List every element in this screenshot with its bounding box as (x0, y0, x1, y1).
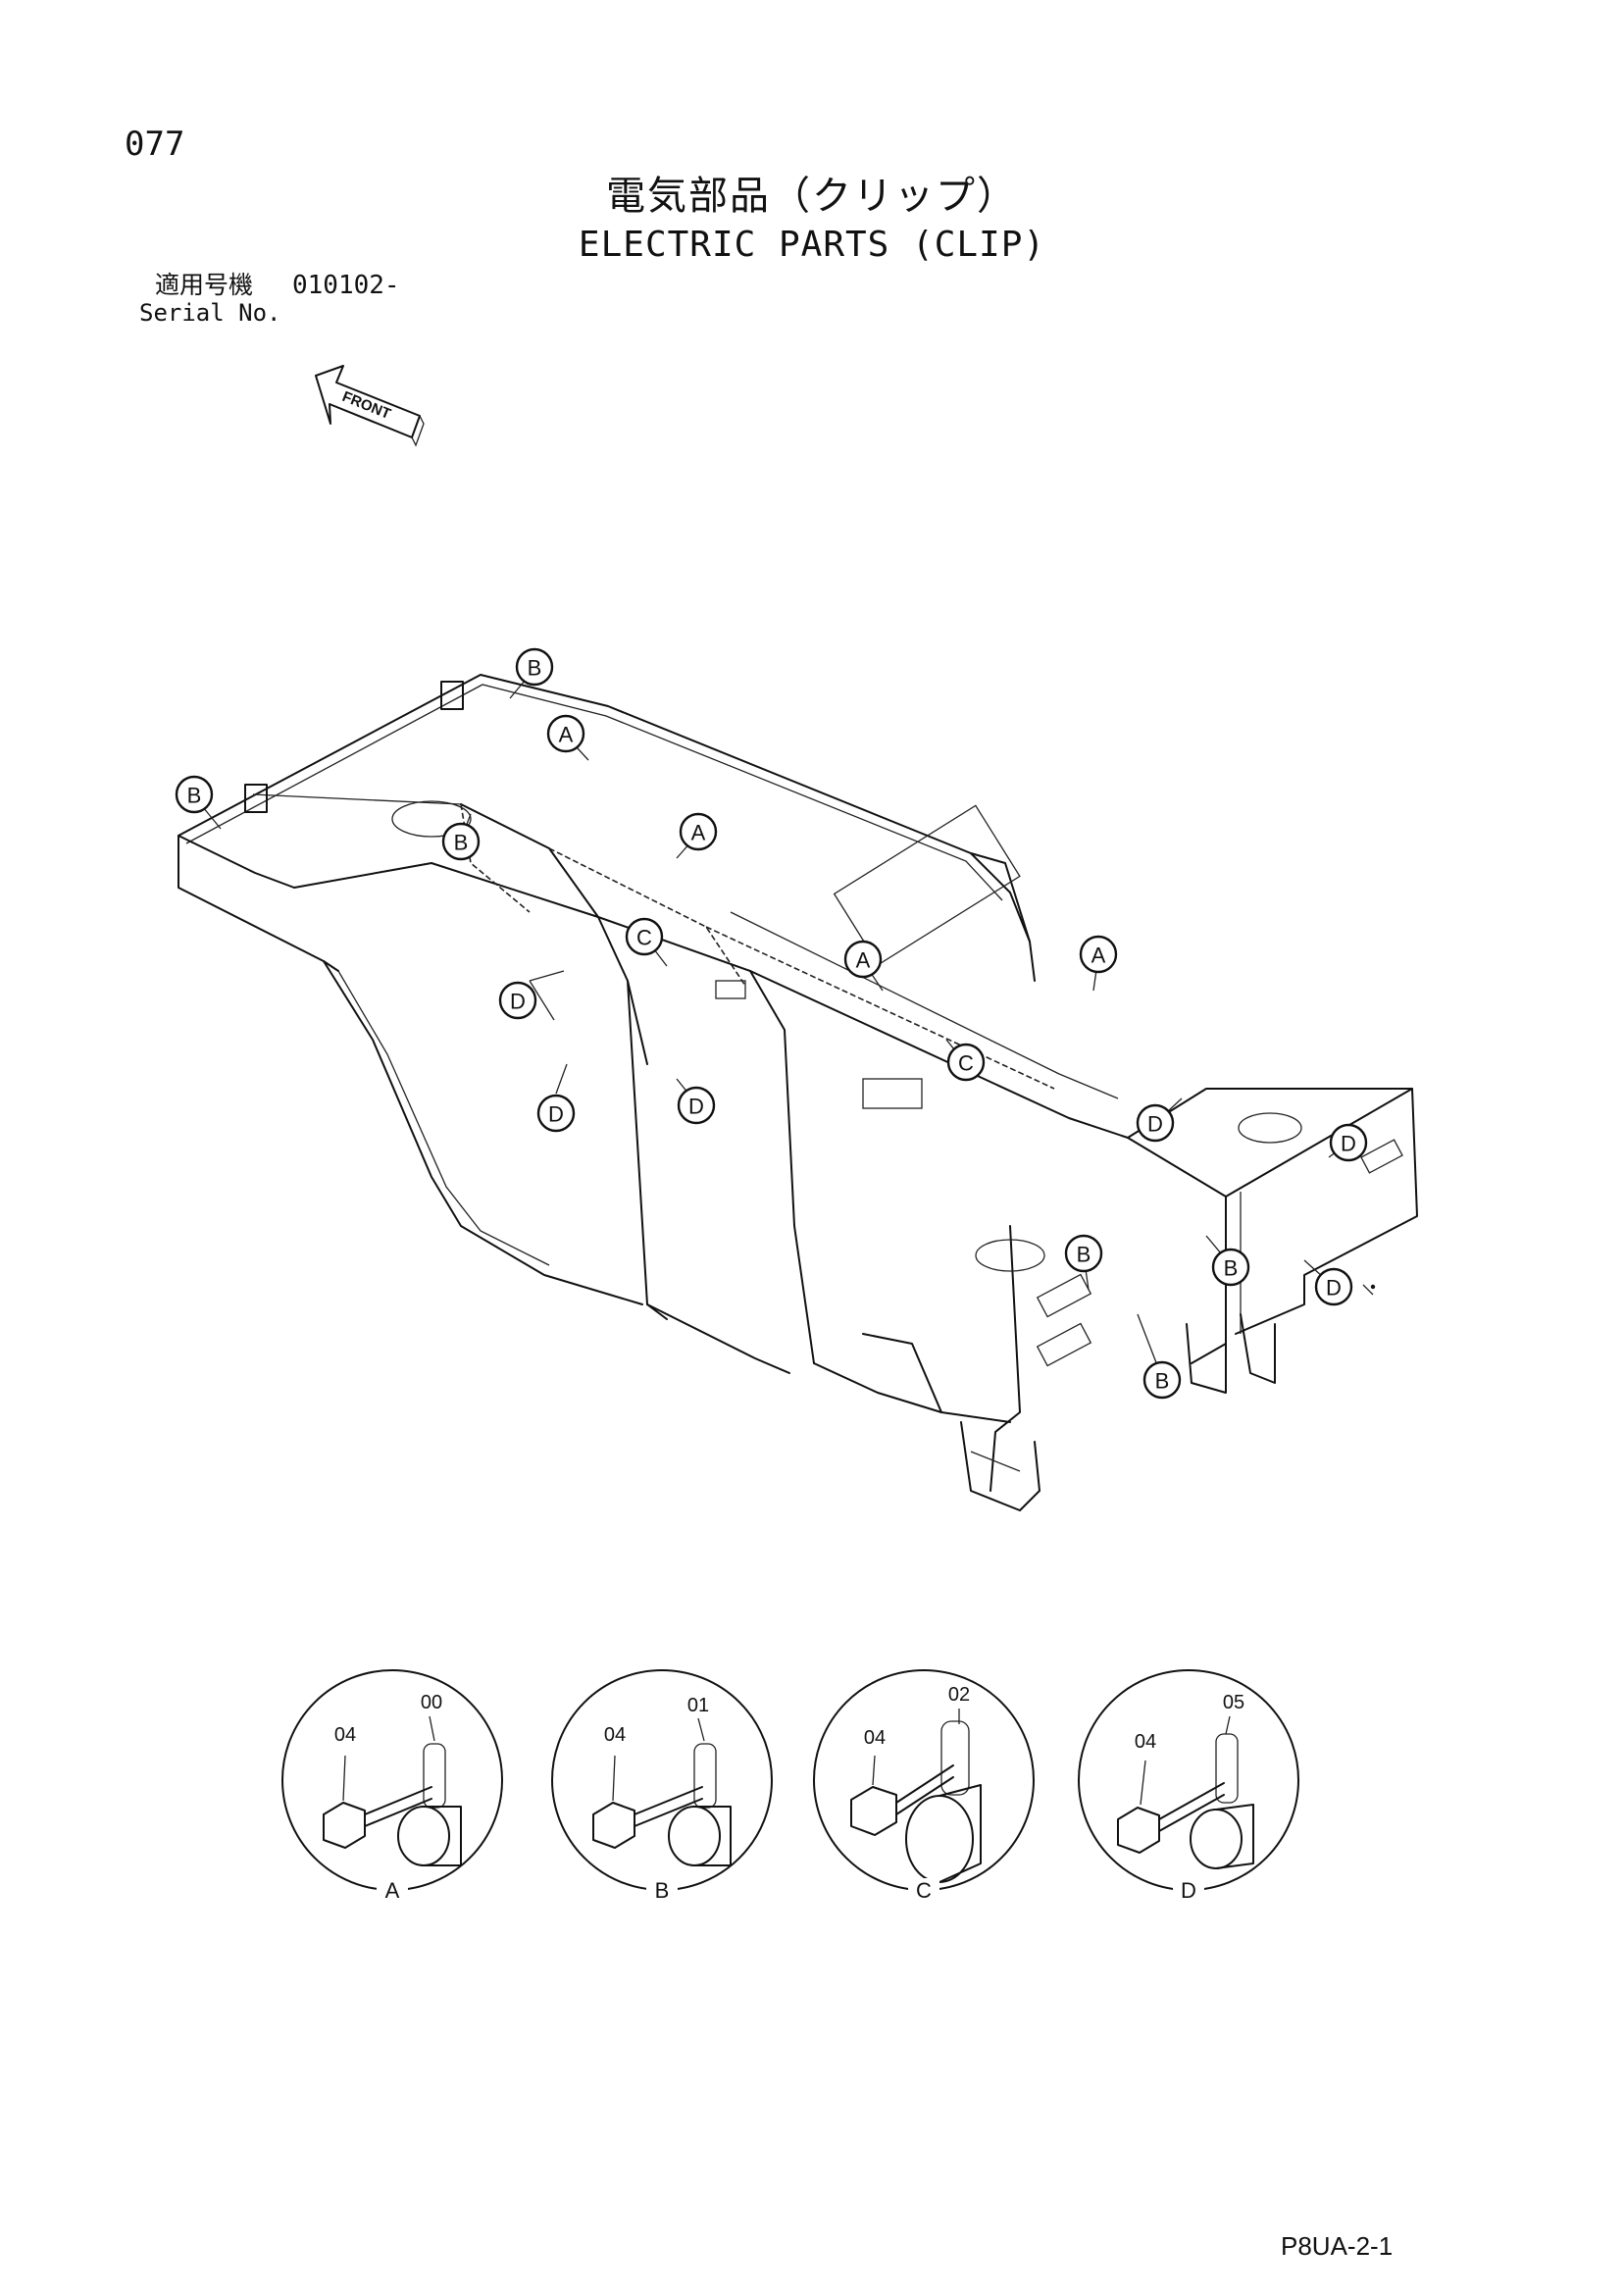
detail-b-label: B (655, 1878, 670, 1903)
svg-text:A: A (559, 723, 574, 747)
callout: B (175, 775, 222, 830)
svg-text:D: D (1326, 1276, 1342, 1301)
callout: B (1137, 1313, 1182, 1400)
callout: A (546, 714, 589, 761)
svg-text:B: B (528, 656, 542, 681)
callout: D (1328, 1123, 1368, 1162)
svg-text:B: B (1155, 1369, 1170, 1394)
callout: D (498, 970, 565, 1021)
svg-text:D: D (1147, 1112, 1163, 1137)
svg-text:D: D (510, 990, 526, 1014)
detail-b: 04 01 B (551, 1669, 773, 1903)
detail-b-bolt-number: 04 (604, 1724, 626, 1746)
svg-text:A: A (856, 948, 871, 973)
frame-drawing (178, 674, 1418, 1511)
detail-c-bolt-number: 04 (864, 1727, 886, 1749)
callout: D (676, 1078, 716, 1125)
svg-text:B: B (187, 784, 202, 808)
callout: D (1303, 1259, 1353, 1306)
callout: A (1079, 935, 1118, 992)
detail-views: 04 00 A 04 01 B (281, 1669, 1299, 1903)
callout: C (625, 917, 668, 967)
callout: D (1136, 1097, 1183, 1143)
front-arrow-icon: FRONT (315, 365, 425, 447)
callout: B (1205, 1235, 1250, 1287)
callout: B (509, 647, 554, 699)
document-code: P8UA-2-1 (1281, 2231, 1394, 2261)
svg-text:C: C (958, 1051, 974, 1076)
detail-a: 04 00 A (281, 1669, 503, 1903)
callout: D (536, 1063, 576, 1133)
svg-text:B: B (1077, 1243, 1091, 1267)
svg-text:D: D (1341, 1132, 1356, 1156)
detail-a-label: A (385, 1878, 400, 1903)
page-title-jp: 電気部品（クリップ） (606, 174, 1018, 219)
detail-a-bolt-number: 04 (334, 1724, 356, 1746)
serial-label-jp: 適用号機 (155, 271, 254, 299)
detail-c: 04 02 C (813, 1669, 1035, 1903)
detail-a-clip-number: 00 (421, 1692, 442, 1713)
svg-text:D: D (548, 1102, 564, 1127)
callout: B (1064, 1234, 1103, 1291)
page-title-en: ELECTRIC PARTS (CLIP) (578, 225, 1046, 265)
callout: A (843, 940, 884, 992)
detail-d-label: D (1181, 1878, 1196, 1903)
serial-label-en: Serial No. (139, 299, 281, 327)
callouts: B B A B A A A C D D C D D D D B B B (175, 647, 1376, 1400)
detail-d-bolt-number: 04 (1135, 1731, 1156, 1753)
svg-text:A: A (1091, 944, 1106, 968)
svg-text:A: A (691, 821, 706, 845)
serial-value: 010102- (292, 271, 400, 300)
svg-text:D: D (688, 1095, 704, 1119)
svg-text:B: B (1224, 1256, 1239, 1281)
detail-c-clip-number: 02 (948, 1684, 970, 1706)
page-number: 077 (125, 125, 185, 164)
svg-text:B: B (454, 831, 469, 855)
svg-text:C: C (636, 926, 652, 950)
detail-c-label: C (916, 1878, 932, 1903)
detail-d-clip-number: 05 (1223, 1692, 1244, 1713)
callout: C (945, 1039, 986, 1082)
detail-d: 04 05 D (1078, 1669, 1299, 1903)
detail-b-clip-number: 01 (687, 1695, 709, 1716)
callout: A (676, 812, 718, 859)
callout (1362, 1284, 1376, 1296)
callout: B (441, 813, 481, 861)
